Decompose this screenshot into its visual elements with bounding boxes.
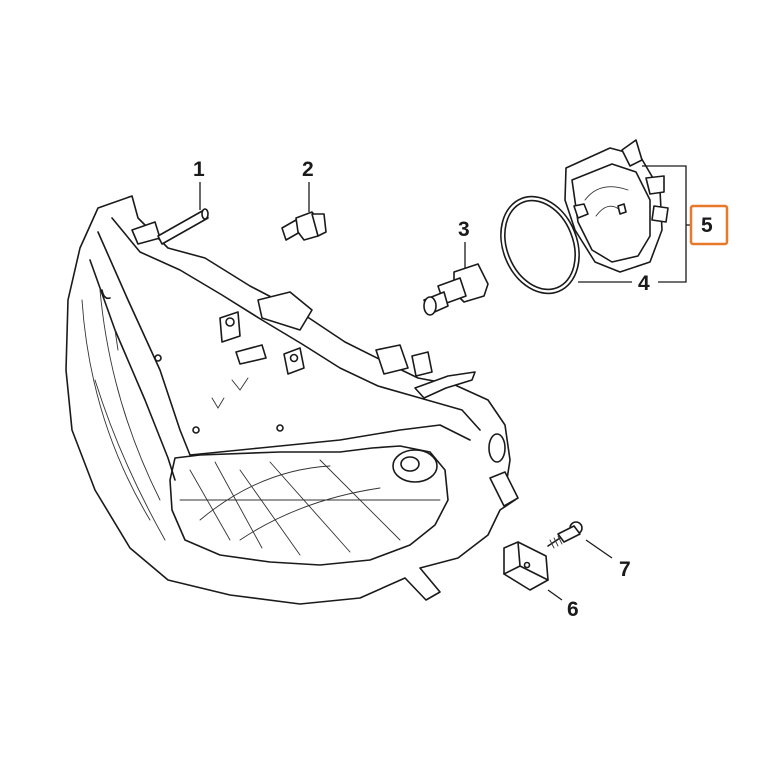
highlight-box xyxy=(689,204,729,246)
callout-2: 2 xyxy=(302,158,314,181)
part-4-cover xyxy=(564,139,669,283)
callout-3: 3 xyxy=(458,218,470,241)
callout-1: 1 xyxy=(193,158,205,181)
callout-5[interactable]: 5 xyxy=(701,214,713,237)
o-ring xyxy=(500,195,580,295)
callout-6: 6 xyxy=(567,598,579,621)
part-1-pin xyxy=(157,182,209,245)
callout-4: 4 xyxy=(638,272,650,295)
headlight-housing xyxy=(65,195,519,605)
part-2-bulb xyxy=(281,182,327,241)
part-3-bulb xyxy=(423,242,489,316)
callout-7: 7 xyxy=(619,558,631,581)
part-7-screw xyxy=(547,521,613,559)
part-6-clip xyxy=(503,541,563,601)
